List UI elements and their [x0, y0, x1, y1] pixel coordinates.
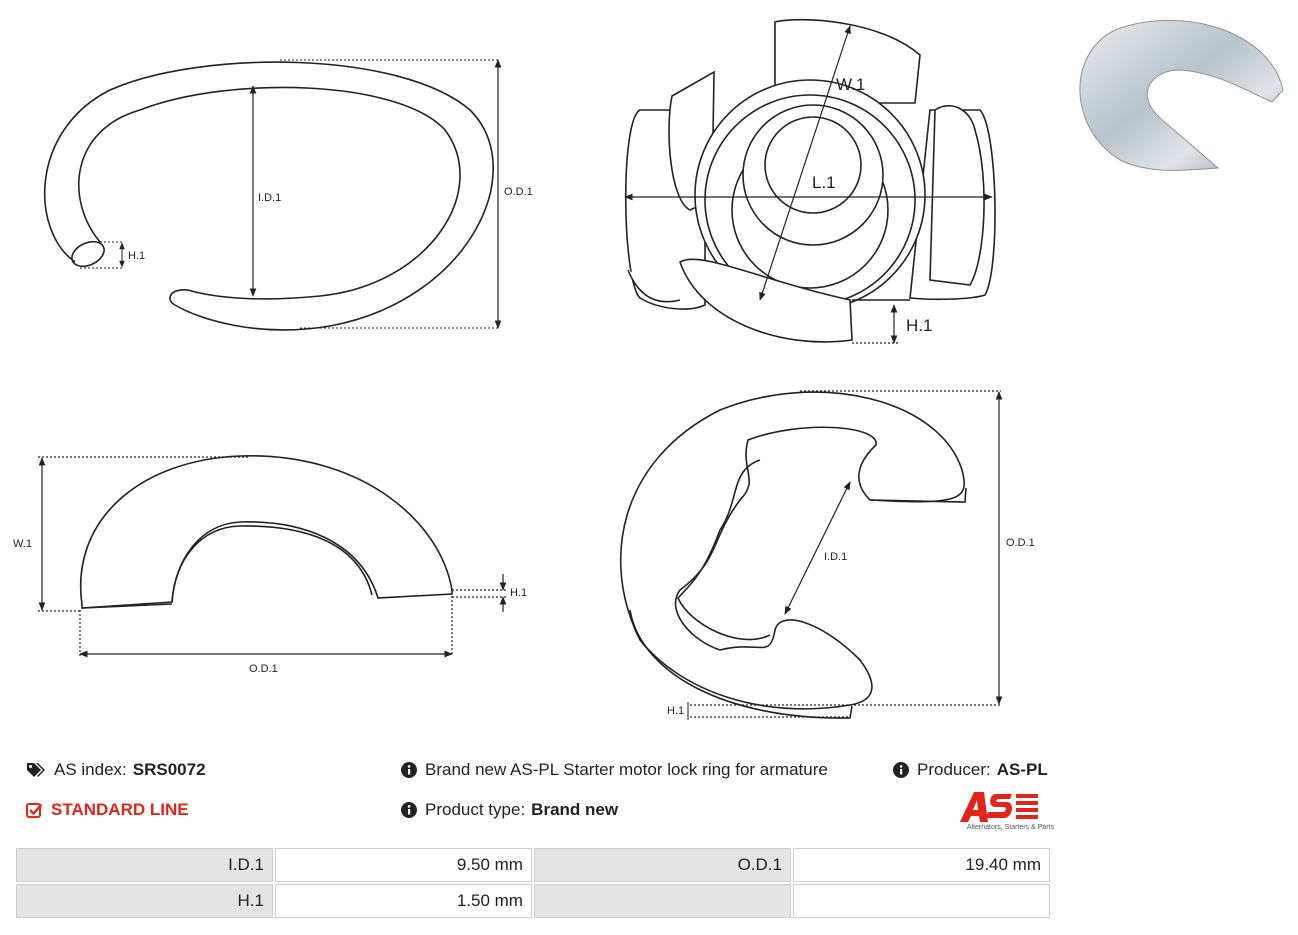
ring-drawing: [43, 59, 502, 331]
as-index-label: AS index:: [54, 760, 127, 779]
spec-value: 1.50 mm: [274, 884, 532, 918]
as-index-row: AS index: SRS0072: [26, 760, 206, 780]
top-h-label: H.1: [906, 316, 932, 335]
description-row: Brand new AS-PL Starter motor lock ring …: [401, 760, 828, 780]
producer-value: AS-PL: [996, 760, 1048, 779]
clip-drawing: [619, 391, 967, 719]
check-square-icon: [26, 803, 43, 818]
table-row: H.1 1.50 mm: [16, 884, 1050, 918]
logo-tagline: Alternators, Starters & Parts: [966, 824, 1054, 831]
clip-h-label: H.1: [667, 705, 684, 717]
ring-od-label: O.D.1: [504, 186, 533, 198]
as-pl-logo: Alternators, Starters & Parts: [952, 790, 1054, 834]
spec-value: 19.40 mm: [792, 848, 1050, 882]
tags-icon: [27, 763, 45, 777]
clip-od-label: O.D.1: [1006, 537, 1035, 549]
info-circle-icon: [893, 762, 909, 778]
table-row: I.D.1 9.50 mm O.D.1 19.40 mm: [16, 848, 1050, 882]
technical-drawings: I.D.1 O.D.1 H.1 W.1 L.1 H.1: [13, 18, 1284, 720]
side-view-drawing: [79, 455, 453, 609]
standard-line-label: STANDARD LINE: [51, 800, 189, 819]
top-w-label: W.1: [836, 75, 865, 94]
top-view-drawing: [624, 18, 996, 343]
spec-label: [533, 884, 791, 918]
spec-value: [792, 884, 1050, 918]
spec-label: O.D.1: [533, 848, 791, 882]
specs-table: I.D.1 9.50 mm O.D.1 19.40 mm H.1 1.50 mm: [14, 846, 1052, 920]
side-h-label: H.1: [510, 587, 527, 599]
top-l-label: L.1: [812, 173, 836, 192]
info-circle-icon: [401, 762, 417, 778]
ring-id-label: I.D.1: [258, 192, 281, 204]
product-description: Brand new AS-PL Starter motor lock ring …: [425, 760, 828, 779]
product-type-value: Brand new: [531, 800, 619, 819]
spec-value: 9.50 mm: [274, 848, 532, 882]
producer-label: Producer:: [917, 760, 991, 779]
standard-line-badge: STANDARD LINE: [26, 800, 189, 820]
ring-h-label: H.1: [128, 250, 145, 262]
as-index-value: SRS0072: [132, 760, 206, 779]
spec-label: I.D.1: [16, 848, 273, 882]
side-w-label: W.1: [13, 538, 32, 550]
producer-row: Producer: AS-PL: [893, 760, 1048, 780]
spec-label: H.1: [16, 884, 273, 918]
product-type-label: Product type:: [425, 800, 526, 819]
product-photo: [1079, 19, 1284, 171]
clip-id-label: I.D.1: [824, 551, 847, 563]
product-type-row: Product type: Brand new: [401, 800, 618, 820]
info-circle-icon: [401, 802, 417, 818]
side-od-label: O.D.1: [249, 663, 278, 675]
